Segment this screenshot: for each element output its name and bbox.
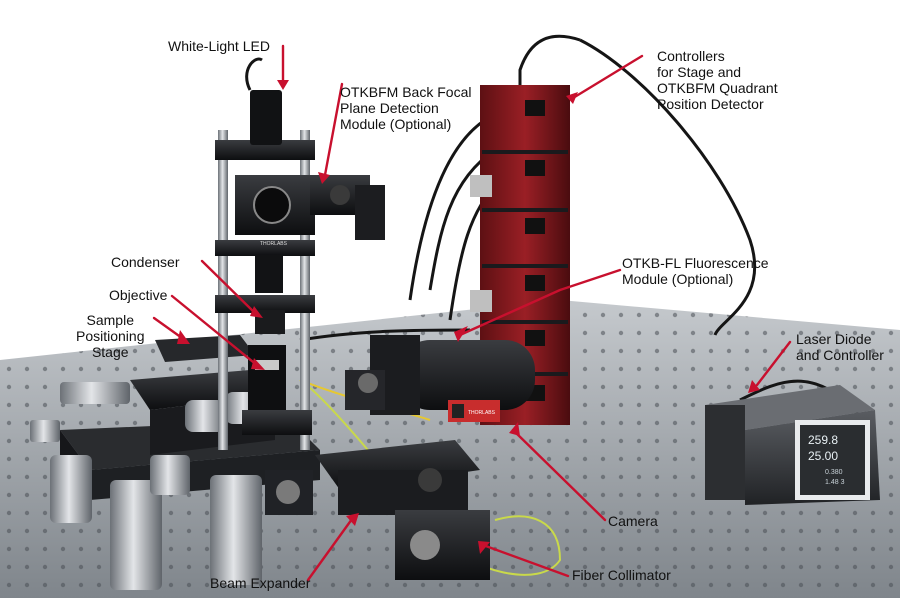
fiber-collimator [395,510,490,580]
laser-display-line1: 259.8 [808,433,838,447]
label-fluorescence: OTKB-FL Fluorescence Module (Optional) [622,255,769,287]
camera-body: THORLABS [448,400,500,422]
label-laser-diode: Laser Diode and Controller [796,331,884,363]
label-condenser: Condenser [111,254,180,270]
support-posts [50,455,262,590]
label-camera: Camera [608,513,658,529]
label-white-light-led: White-Light LED [168,38,270,54]
label-objective: Objective [109,287,168,303]
thorlabs-brand-camera: THORLABS [468,410,496,416]
label-beam-expander: Beam Expander [210,575,311,591]
arrow-beam-expander [306,517,354,582]
microscope-tower: THORLABS [215,90,315,450]
arrow-fiber-collimator [481,543,570,578]
beam-expander [265,440,480,515]
arrow-condenser [200,259,258,316]
label-controllers: Controllers for Stage and OTKBFM Quadran… [657,48,778,112]
laser-controller: 259.8 25.00 0.380 1.48 3 [705,385,880,505]
laser-display-line4: 1.48 3 [825,479,845,486]
thorlabs-brand-tower: THORLABS [260,241,288,247]
callout-arrowheads [177,80,760,554]
label-fiber-collimator: Fiber Collimator [572,567,671,583]
arrow-camera [511,428,607,522]
laser-display-line3: 0.380 [825,469,843,476]
bfp-module [310,175,385,240]
arrow-controllers [571,54,644,100]
label-bfp-module: OTKBFM Back Focal Plane Detection Module… [340,84,472,132]
arrow-objective [170,294,260,368]
arrow-fluorescence [458,268,622,337]
label-sample-stage: Sample Positioning Stage [76,312,145,360]
arrow-bfp-body [323,82,344,177]
arrow-laser [755,340,792,387]
arrow-sample-stage [152,316,184,340]
laser-display-line2: 25.00 [808,449,838,463]
callout-arrows [152,44,792,582]
fluorescence-module [345,335,535,415]
